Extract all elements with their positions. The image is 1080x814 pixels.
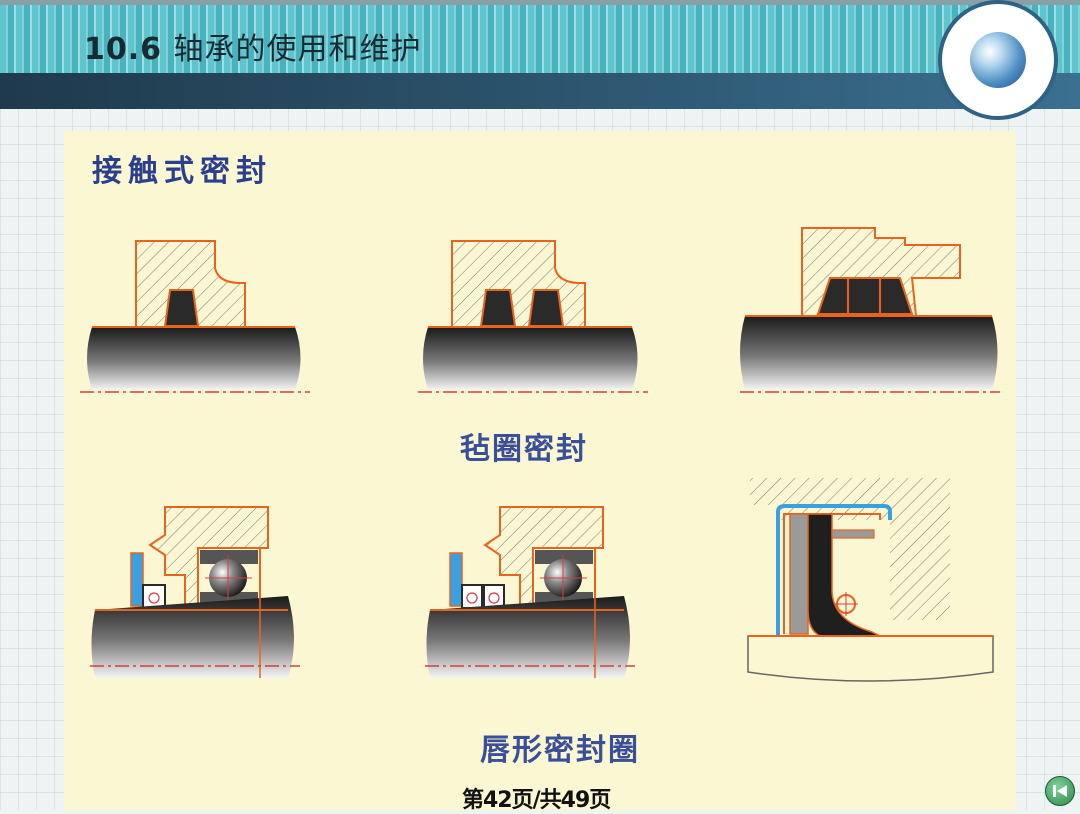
caption-felt-seal: 毡圈密封: [460, 432, 588, 467]
section-title: 轴承的使用和维护: [173, 32, 422, 67]
lip-seal-bearing-diagram-2: [425, 506, 635, 678]
section-number: 10.6: [84, 32, 163, 67]
lip-seal-bearing-diagram-1: [90, 506, 300, 678]
globe-icon: [970, 32, 1026, 88]
lip-seal-detail-diagram: [747, 478, 994, 682]
content-heading: 接触式密封: [92, 154, 272, 189]
felt-seal-single-diagram: [80, 240, 310, 393]
caption-lip-seal: 唇形密封圈: [480, 733, 640, 768]
header-band: [0, 73, 1080, 109]
felt-seal-double-diagram: [418, 240, 648, 393]
slide-title: 10.6 轴承的使用和维护: [84, 24, 421, 68]
skip-back-icon[interactable]: [1045, 776, 1075, 806]
title-bar: [0, 5, 1080, 73]
page-indicator: 第42页/共49页: [462, 788, 611, 813]
skip-back-icon-glyph: [1053, 785, 1067, 797]
felt-seal-wide-diagram: [740, 227, 1000, 393]
top-strip: [0, 0, 1080, 5]
